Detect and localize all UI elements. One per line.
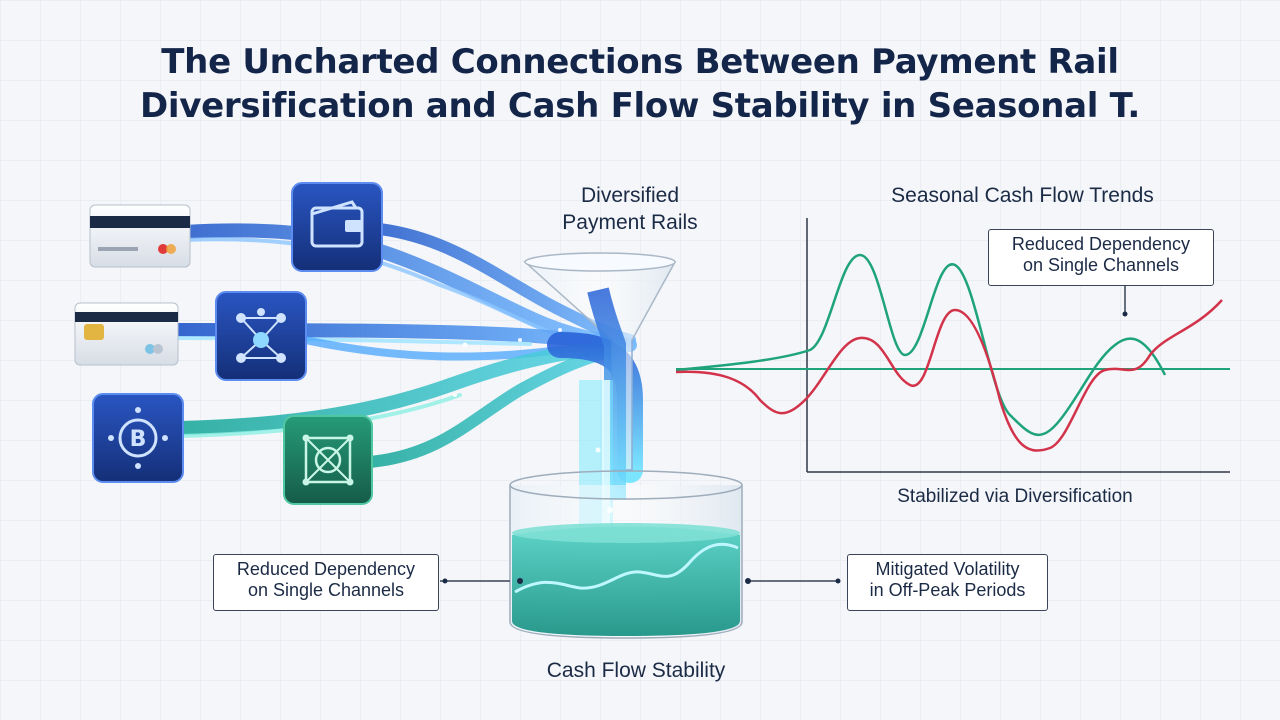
chip-card-icon (74, 302, 179, 366)
funnel-label: Diversified Payment Rails (540, 182, 720, 236)
chart-footer: Stabilized via Diversification (897, 486, 1133, 507)
wallet-icon (291, 182, 383, 272)
series-green (675, 253, 1167, 437)
trend-chart (675, 218, 1230, 473)
stream-network (301, 336, 564, 361)
chart-callout: Reduced Dependency on Single Channels (988, 229, 1214, 286)
right-callout: Mitigated Volatility in Off-Peak Periods (847, 554, 1048, 611)
left-callout: Reduced Dependency on Single Channels (213, 554, 439, 611)
series-red (675, 299, 1223, 452)
page-title: The Uncharted Connections Between Paymen… (0, 40, 1280, 128)
funnel-label-line-2: Payment Rails (562, 211, 698, 234)
funnel-stream (587, 287, 626, 500)
chart-title: Seasonal Cash Flow Trends (891, 184, 1154, 207)
credit-card-icon (89, 204, 191, 268)
funnel-label-line-1: Diversified (580, 184, 680, 207)
chart-callout-line-2: on Single Channels (1022, 255, 1180, 275)
left-callout-line-2: on Single Channels (247, 580, 405, 600)
water-wave (514, 542, 739, 594)
title-line-1: The Uncharted Connections Between Paymen… (161, 42, 1119, 82)
sparkles (453, 328, 613, 513)
title-line-2: Diversification and Cash Flow Stability … (140, 86, 1140, 126)
svg-text:B: B (130, 427, 147, 452)
bitcoin-icon: B (92, 393, 184, 483)
payment-streams (171, 222, 643, 483)
right-callout-line-1: Mitigated Volatility (875, 559, 1020, 579)
funnel (523, 252, 677, 500)
right-callout-line-2: in Off-Peak Periods (869, 580, 1026, 600)
stream-card-1 (178, 223, 607, 347)
chart-callout-line-1: Reduced Dependency (1011, 234, 1191, 254)
network-icon (215, 291, 307, 381)
crypto-network-icon (283, 415, 373, 505)
container (509, 470, 743, 639)
container-label: Cash Flow Stability (546, 659, 726, 682)
left-callout-line-1: Reduced Dependency (236, 559, 416, 579)
water (512, 526, 740, 636)
